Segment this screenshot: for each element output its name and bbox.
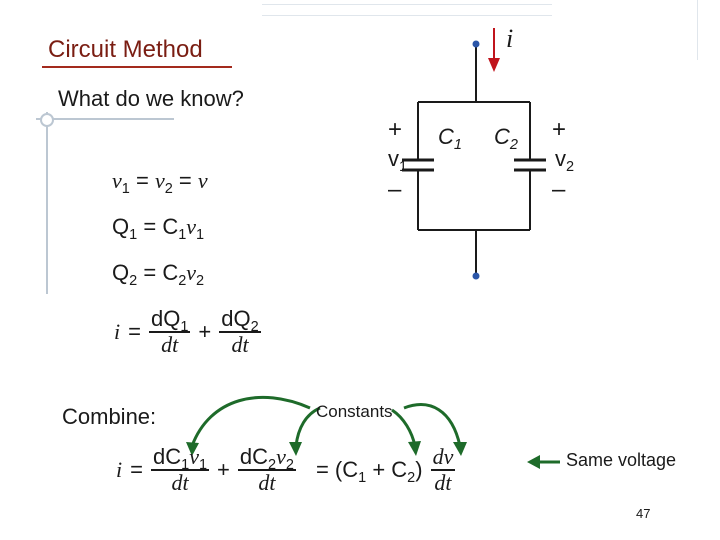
combined-equation: i = dC1v1 dt + dC2v2 dt = (C1 + C2) dv d… (116, 444, 456, 495)
current-arrow (488, 28, 500, 72)
slide-title: Circuit Method (48, 36, 203, 63)
v2-minus: – (552, 176, 566, 203)
left-guide-line (46, 112, 48, 294)
current-sum-equation: i = dQ1 dt + dQ2 dt (114, 306, 261, 357)
dv-dt-fraction: dv dt (430, 444, 456, 495)
page-number: 47 (636, 506, 651, 521)
corner-ring (40, 113, 54, 127)
constants-label: Constants (316, 402, 393, 421)
v1-plus: + (388, 116, 403, 143)
capacitor-c1-plates (402, 158, 434, 172)
bottom-terminal-dot (472, 272, 480, 280)
dc2v2-fraction: dC2v2 dt (237, 444, 296, 495)
dq2-fraction: dQ2 dt (219, 306, 261, 357)
dc1v1-fraction: dC1v1 dt (150, 444, 210, 495)
same-voltage-label: Same voltage (566, 450, 677, 470)
capacitor-c2-plates (514, 158, 546, 172)
c1-label: C1 (438, 124, 462, 154)
circuit-wires (417, 44, 531, 276)
v2-plus: + (552, 116, 567, 143)
combine-label: Combine: (62, 404, 157, 429)
question-text: What do we know? (58, 86, 244, 111)
top-terminal-dot (472, 40, 480, 48)
voltage-equality-eq: v1 = v2 = v (112, 168, 208, 198)
q1-equation: Q1 = C1v1 (112, 214, 205, 244)
current-label: i (506, 24, 514, 53)
right-guide-line (697, 0, 698, 60)
q2-equation: Q2 = C2v2 (112, 260, 205, 290)
dq1-fraction: dQ1 dt (148, 306, 191, 357)
c2-label: C2 (494, 124, 518, 154)
v1-label: v1 (388, 146, 408, 176)
title-underline (42, 66, 232, 68)
constants-arrowheads (186, 441, 540, 469)
top-right-grid-lines (262, 4, 552, 16)
top-guide-line (36, 118, 174, 120)
v1-minus: – (388, 176, 402, 203)
v2-label: v2 (555, 146, 575, 176)
constants-arrows (190, 395, 560, 464)
